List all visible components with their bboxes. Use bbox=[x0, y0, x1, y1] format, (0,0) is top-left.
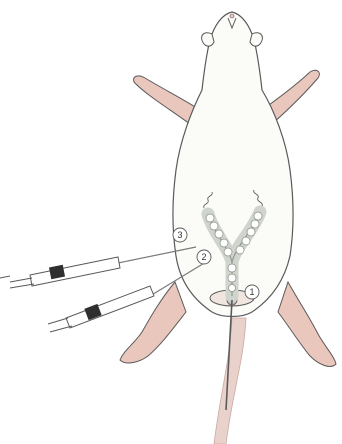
marker-3: 3 bbox=[173, 228, 187, 242]
nose bbox=[230, 14, 234, 18]
marker-3-label: 3 bbox=[177, 230, 182, 240]
left-ear bbox=[202, 33, 214, 46]
marker-1: 1 bbox=[245, 285, 259, 299]
marker-2-label: 2 bbox=[201, 252, 206, 262]
right-hind-leg bbox=[278, 282, 336, 366]
syringe-upper bbox=[0, 247, 196, 288]
marker-1-label: 1 bbox=[249, 287, 254, 297]
marker-2: 2 bbox=[197, 250, 211, 264]
right-ear bbox=[250, 33, 262, 46]
